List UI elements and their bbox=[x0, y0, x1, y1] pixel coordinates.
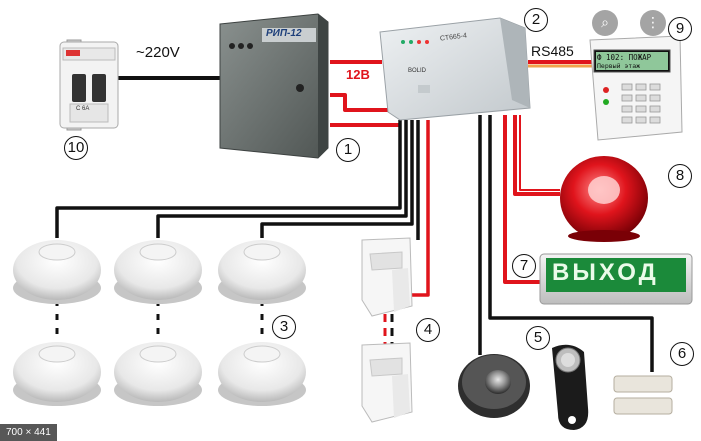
smoke-detector bbox=[13, 240, 101, 304]
power-supply-unit bbox=[219, 13, 329, 159]
callout-1: 1 bbox=[336, 138, 360, 162]
key-fob bbox=[552, 344, 589, 430]
callout-2: 2 bbox=[524, 8, 548, 32]
circuit-breaker bbox=[59, 39, 119, 131]
callout-8: 8 bbox=[668, 164, 692, 188]
wire-exit bbox=[503, 115, 540, 284]
smoke-detector bbox=[218, 342, 306, 406]
callout-7: 7 bbox=[512, 254, 536, 278]
image-size-badge: 700 × 441 bbox=[0, 424, 57, 441]
smoke-detector bbox=[114, 342, 202, 406]
wire-siren bbox=[513, 115, 560, 196]
door-contact bbox=[613, 375, 673, 415]
wire-12v-loop bbox=[330, 93, 400, 112]
wire-loop-2 bbox=[156, 120, 408, 238]
motion-sensors bbox=[361, 237, 413, 423]
keypad-display-line1: Ф 102: ПОЖАР bbox=[597, 53, 652, 62]
smoke-detector bbox=[218, 240, 306, 304]
smoke-detectors bbox=[13, 240, 306, 406]
panel-brand-label: BOLID bbox=[408, 68, 427, 74]
keypad bbox=[589, 35, 683, 141]
wire-siren-2 bbox=[519, 115, 560, 191]
callout-5: 5 bbox=[526, 326, 550, 350]
motion-sensor bbox=[361, 342, 413, 423]
exit-sign bbox=[539, 253, 693, 305]
lens-search-icon[interactable]: ⌕ bbox=[592, 10, 618, 36]
callout-10: 10 bbox=[64, 136, 88, 160]
rs485-label: RS485 bbox=[531, 43, 574, 59]
breaker-rating-label: C 6A bbox=[76, 106, 90, 112]
siren bbox=[560, 156, 648, 242]
psu-title-label: РИП-12 bbox=[266, 28, 302, 39]
mains-voltage-label: ~220V bbox=[136, 44, 180, 61]
exit-sign-label: ВЫХОД bbox=[552, 259, 659, 286]
wire-loop-1 bbox=[55, 120, 402, 238]
callout-4: 4 bbox=[416, 318, 440, 342]
smoke-detector bbox=[13, 342, 101, 406]
keypad-display-line2: Первый этаж bbox=[597, 62, 641, 70]
smoke-detector bbox=[114, 240, 202, 304]
callout-3: 3 bbox=[272, 315, 296, 339]
voltage-12v-label: 12В bbox=[346, 67, 370, 82]
wire-door-contact bbox=[488, 115, 654, 372]
control-panel bbox=[379, 17, 531, 121]
key-reader bbox=[458, 354, 530, 418]
wire-pir-red bbox=[410, 120, 430, 297]
motion-sensor bbox=[361, 237, 413, 317]
callout-6: 6 bbox=[670, 342, 694, 366]
callout-9: 9 bbox=[668, 17, 692, 41]
wiring bbox=[55, 60, 654, 372]
wire-loop-3 bbox=[260, 120, 414, 238]
more-options-icon[interactable]: ⋮ bbox=[640, 10, 666, 36]
